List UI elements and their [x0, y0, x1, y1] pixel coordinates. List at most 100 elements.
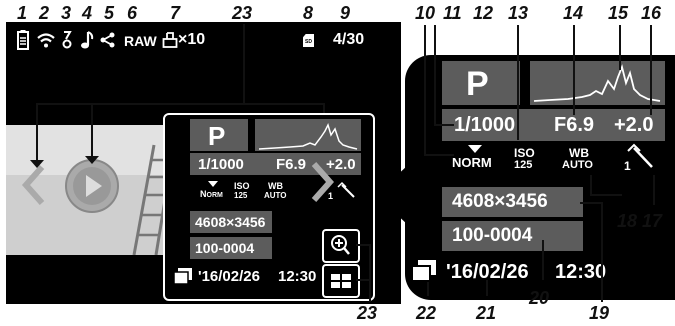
lead-arrow-23-left — [30, 160, 44, 168]
lead-20 — [542, 240, 544, 280]
zoom-iso: ISO 125 — [514, 146, 535, 171]
preview-exposure-box: 1/1000 F6.9 +2.0 — [190, 153, 361, 175]
callout-12: 12 — [473, 3, 494, 23]
sd-card-icon: SD — [303, 34, 314, 47]
frame-counter: 4/30 — [333, 31, 365, 48]
zoom-wb: WB AUTO — [562, 146, 593, 171]
zoom-ev: +2.0 — [614, 114, 654, 136]
zoom-exposure-box: 1/1000 F6.9 +2.0 — [442, 109, 665, 141]
location-icon — [62, 31, 72, 49]
preview-quality-icon: NORM — [200, 181, 226, 203]
preview-file-box: 100-0004 — [190, 237, 272, 259]
preview-aperture: F6.9 — [276, 156, 307, 173]
print-order-icon — [162, 32, 178, 48]
preview-protect-icon — [173, 268, 192, 285]
callout-14: 14 — [563, 3, 584, 23]
zoom-size-box: 4608×3456 — [442, 187, 583, 217]
lead-11h — [434, 124, 454, 126]
lead-line-23a — [36, 105, 38, 163]
preview-mode: P — [208, 121, 226, 151]
prev-arrow-icon[interactable] — [21, 165, 45, 205]
lead-line-23-buttons-2 — [356, 279, 370, 281]
lead-21 — [486, 280, 488, 296]
lead-16 — [650, 25, 652, 115]
zoom-file: 100-0004 — [452, 225, 533, 246]
lead-19 — [601, 202, 603, 302]
callout-22: 22 — [416, 303, 437, 323]
play-button-icon[interactable] — [62, 156, 122, 216]
callout-4: 4 — [82, 3, 93, 23]
callout-6: 6 — [127, 3, 138, 23]
share-icon — [100, 32, 115, 48]
index-view-icon — [331, 274, 351, 288]
preview-shutter: 1/1000 — [198, 156, 244, 173]
callout-16: 16 — [641, 3, 662, 23]
lead-10h — [424, 154, 454, 156]
preview-wb: WB AUTO — [264, 181, 287, 200]
lead-18 — [590, 175, 592, 195]
callout-13: 13 — [508, 3, 529, 23]
index-button[interactable] — [322, 264, 360, 298]
callout-18: 18 — [617, 211, 638, 231]
preview-time: 12:30 — [278, 268, 317, 285]
lead-arrow-23-mid — [85, 156, 99, 164]
zoom-sharpness: 1 — [622, 143, 662, 177]
zoom-histogram — [533, 64, 661, 102]
lead-14 — [573, 25, 575, 115]
zoom-quality-icon: NORM — [452, 145, 498, 175]
next-arrow-icon[interactable] — [311, 162, 335, 202]
battery-icon — [17, 30, 29, 50]
print-count: ×10 — [178, 31, 206, 48]
zoom-time: 12:30 — [555, 261, 607, 283]
preview-size-box: 4608×3456 — [190, 211, 272, 233]
lead-18h — [590, 194, 622, 196]
zoom-protect-icon — [411, 260, 436, 282]
callout-15: 15 — [608, 3, 629, 23]
preview-sharpness: 1 — [328, 181, 358, 205]
lead-line-23-buttons — [356, 244, 370, 246]
callout-9: 9 — [340, 3, 351, 23]
zoom-histogram-box — [530, 61, 665, 105]
zoom-pointer — [376, 165, 408, 225]
preview-histogram-box — [255, 119, 361, 151]
sd-card-label: SD — [305, 39, 312, 45]
zoom-size: 4608×3456 — [452, 191, 548, 212]
callout-20: 20 — [529, 288, 550, 308]
raw-indicator: RAW — [124, 33, 157, 49]
lead-line-23-buttons-3 — [369, 244, 371, 302]
callout-19: 19 — [589, 303, 610, 323]
zoom-file-box: 100-0004 — [442, 221, 583, 251]
lead-11 — [434, 25, 436, 125]
music-note-icon — [81, 31, 94, 49]
lead-line-23b — [91, 105, 93, 160]
zoom-shutter: 1/1000 — [454, 114, 516, 136]
preview-size: 4608×3456 — [195, 214, 266, 230]
zoom-aperture: F6.9 — [554, 114, 595, 136]
zoom-mode-box: P — [442, 61, 520, 105]
lead-17 — [653, 175, 655, 205]
zoom-button[interactable] — [322, 229, 360, 263]
callout-17: 17 — [642, 211, 663, 231]
preview-mode-box: P — [190, 119, 248, 151]
callout-3: 3 — [61, 3, 72, 23]
callout-1: 1 — [17, 3, 28, 23]
callout-7: 7 — [170, 3, 181, 23]
lead-line-23c — [36, 103, 324, 105]
callout-2: 2 — [39, 3, 50, 23]
callout-23-bottom: 23 — [357, 303, 378, 323]
lead-23-top — [243, 24, 245, 104]
wifi-icon — [37, 33, 55, 48]
lead-10 — [424, 25, 426, 155]
callout-21: 21 — [476, 303, 497, 323]
callout-10: 10 — [415, 3, 436, 23]
preview-date: '16/02/26 — [198, 268, 260, 285]
lead-13 — [517, 25, 519, 140]
preview-ev: +2.0 — [326, 156, 356, 173]
zoom-date: '16/02/26 — [446, 261, 529, 283]
lead-22 — [427, 282, 429, 296]
callout-8: 8 — [303, 3, 314, 23]
callout-23-top: 23 — [232, 3, 253, 23]
callout-5: 5 — [104, 3, 115, 23]
callout-11: 11 — [443, 3, 462, 23]
preview-histogram — [258, 122, 358, 150]
